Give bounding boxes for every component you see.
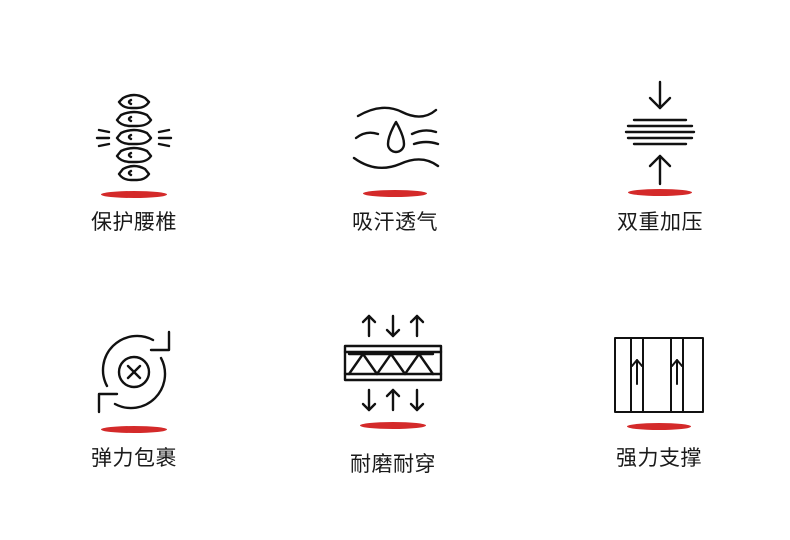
feature-label: 强力支撑 xyxy=(616,446,702,470)
feature-label: 保护腰椎 xyxy=(91,210,177,234)
feature-label: 弹力包裹 xyxy=(91,446,177,470)
sweat-drop-icon xyxy=(352,106,440,170)
accent-shadow xyxy=(627,423,691,430)
feature-protect-waist: 保护腰椎 xyxy=(59,90,209,240)
wear-resistant-icon xyxy=(343,314,443,412)
accent-shadow xyxy=(628,189,692,196)
accent-shadow xyxy=(360,422,426,429)
feature-double-compression: 双重加压 xyxy=(585,78,735,238)
accent-shadow xyxy=(101,191,167,198)
feature-sweat-breathable: 吸汗透气 xyxy=(320,90,470,240)
elastic-wrap-icon xyxy=(97,330,171,414)
feature-label: 双重加压 xyxy=(617,210,703,234)
feature-elastic-wrap: 弹力包裹 xyxy=(59,322,209,472)
feature-wear-resistant: 耐磨耐穿 xyxy=(318,312,468,476)
accent-shadow xyxy=(363,190,427,197)
compression-icon xyxy=(624,80,696,186)
accent-shadow xyxy=(101,426,167,433)
support-bars-icon xyxy=(614,337,704,413)
feature-strong-support: 强力支撑 xyxy=(584,322,734,472)
spine-icon xyxy=(95,93,173,182)
feature-label: 吸汗透气 xyxy=(352,210,438,234)
feature-label: 耐磨耐穿 xyxy=(350,452,436,476)
